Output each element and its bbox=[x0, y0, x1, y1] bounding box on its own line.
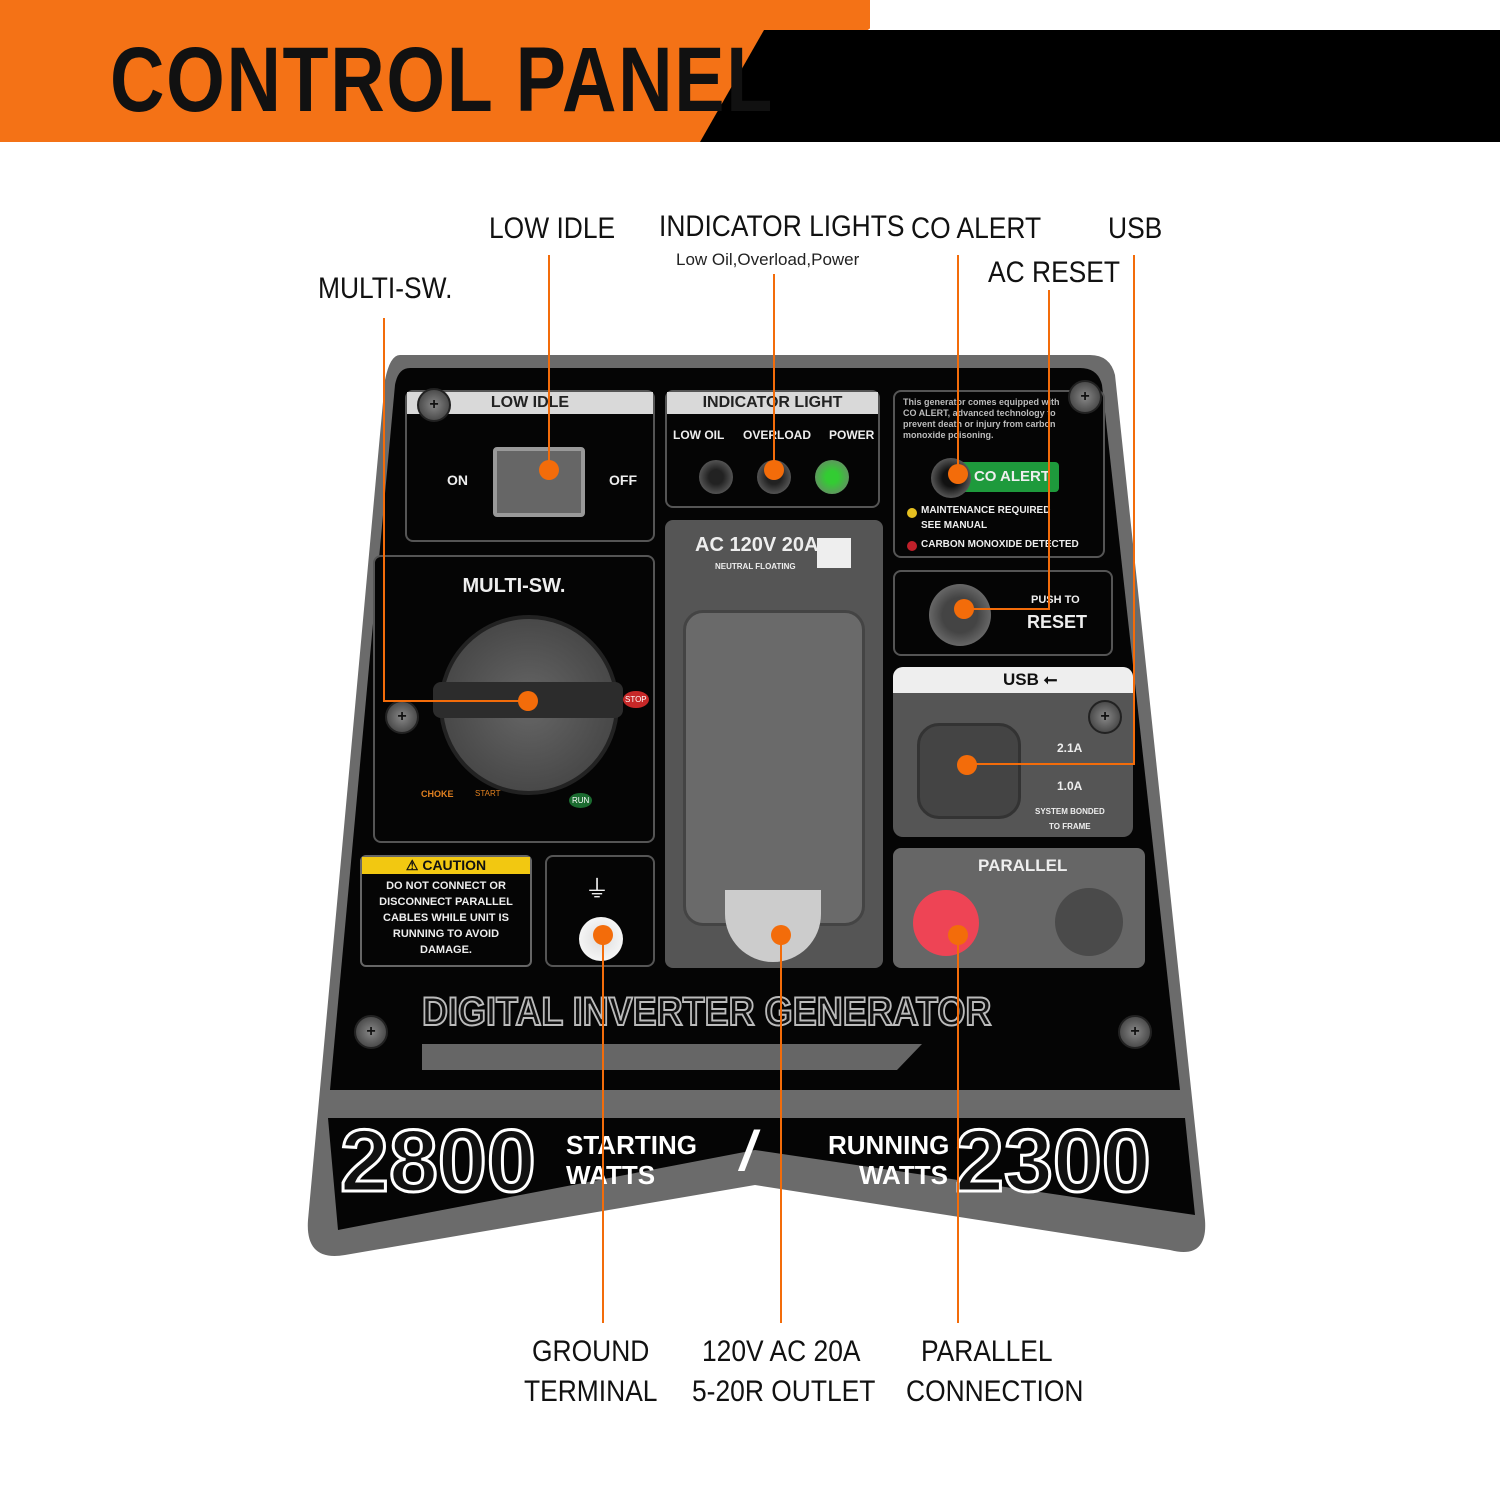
callout-dot bbox=[948, 925, 968, 945]
screw-icon: + bbox=[385, 700, 419, 734]
red-led-icon bbox=[907, 541, 917, 551]
brand-stripe bbox=[422, 1044, 922, 1070]
callout-usb: USB bbox=[1108, 212, 1163, 245]
see-manual-label: SEE MANUAL bbox=[921, 520, 988, 531]
co-description: This generator comes equipped with CO AL… bbox=[903, 397, 1060, 440]
parallel-port-black[interactable] bbox=[1055, 888, 1123, 956]
ground-terminal-panel: ⏚ bbox=[545, 855, 655, 967]
bonded-label: SYSTEM BONDED bbox=[1035, 807, 1105, 816]
callout-dot bbox=[593, 925, 613, 945]
reset-label: RESET bbox=[1027, 612, 1088, 632]
indicator-title: INDICATOR LIGHT bbox=[667, 392, 878, 414]
power-label: POWER bbox=[829, 428, 875, 442]
outlet-cover-tab[interactable] bbox=[725, 890, 821, 962]
multi-switch-panel: MULTI-SW. STOP CHOKE START RUN bbox=[373, 555, 655, 843]
parallel-panel: PARALLEL bbox=[893, 848, 1145, 968]
callout-dot bbox=[957, 755, 977, 775]
usb-panel: USB ⭠ 2.1A 1.0A SYSTEM BONDED TO FRAME bbox=[893, 667, 1133, 837]
caution-title: ⚠ CAUTION bbox=[362, 857, 530, 874]
usb-1-0a-label: 1.0A bbox=[1057, 779, 1083, 793]
screw-icon: + bbox=[1088, 700, 1122, 734]
callout-outlet-type: 5-20R OUTLET bbox=[692, 1375, 876, 1408]
page-title: CONTROL PANEL bbox=[110, 29, 774, 131]
power-light bbox=[815, 460, 849, 494]
yellow-led-icon bbox=[907, 508, 917, 518]
co-alert-badge: CO ALERT bbox=[955, 462, 1059, 492]
callout-line bbox=[966, 763, 1135, 765]
callout-line bbox=[1133, 255, 1135, 765]
run-label: RUN bbox=[569, 793, 593, 808]
ac-reset-panel: PUSH TO RESET bbox=[893, 570, 1113, 656]
low-oil-label: LOW OIL bbox=[673, 428, 725, 442]
callout-line bbox=[780, 935, 782, 1323]
callout-dot bbox=[954, 599, 974, 619]
usb-icon: ⭠ bbox=[1043, 670, 1058, 689]
caution-label: ⚠ CAUTION DO NOT CONNECT OR DISCONNECT P… bbox=[360, 855, 532, 967]
outlet-title: AC 120V 20A bbox=[695, 534, 819, 556]
on-label: ON bbox=[447, 472, 468, 488]
stop-label: STOP bbox=[623, 691, 649, 708]
callout-dot bbox=[764, 460, 784, 480]
caution-text: DO NOT CONNECT OR DISCONNECT PARALLEL CA… bbox=[379, 880, 513, 956]
callout-multi-sw: MULTI-SW. bbox=[318, 272, 453, 305]
low-oil-light bbox=[699, 460, 733, 494]
callout-outlet: 120V AC 20A bbox=[702, 1335, 861, 1368]
maintenance-label: MAINTENANCE REQUIRED bbox=[921, 505, 1051, 516]
callout-dot bbox=[771, 925, 791, 945]
watts-separator: / bbox=[740, 1119, 756, 1182]
callout-line bbox=[602, 935, 604, 1323]
co-detected-label: CARBON MONOXIDE DETECTED bbox=[921, 539, 1079, 550]
callout-line bbox=[1048, 290, 1050, 610]
callout-low-idle: LOW IDLE bbox=[489, 212, 616, 245]
callout-line bbox=[773, 274, 775, 470]
outlet-panel: AC 120V 20A NEUTRAL FLOATING bbox=[665, 520, 883, 968]
running-watts-value: 2300 bbox=[954, 1110, 1153, 1212]
screw-icon: + bbox=[1118, 1015, 1152, 1049]
starting-watts-value: 2800 bbox=[339, 1110, 538, 1212]
off-label: OFF bbox=[609, 472, 637, 488]
parallel-port-red[interactable] bbox=[913, 890, 979, 956]
indicator-light-panel: INDICATOR LIGHT LOW OIL OVERLOAD POWER bbox=[665, 390, 880, 508]
multi-switch-title: MULTI-SW. bbox=[462, 575, 566, 597]
callout-indicator-sub: Low Oil,Overload,Power bbox=[676, 250, 860, 269]
callout-indicator-lights: INDICATOR LIGHTS bbox=[659, 210, 905, 243]
frame-label: TO FRAME bbox=[1049, 822, 1091, 831]
low-idle-switch[interactable] bbox=[493, 447, 585, 517]
starting-watts-label: STARTING WATTS bbox=[566, 1130, 697, 1190]
start-label: START bbox=[475, 789, 501, 798]
ground-symbol-icon: ⏚ bbox=[585, 876, 609, 903]
callout-parallel: PARALLEL bbox=[921, 1335, 1053, 1368]
callout-ground: GROUND bbox=[532, 1335, 650, 1368]
outlet-cover[interactable] bbox=[683, 610, 865, 926]
push-to-label: PUSH TO bbox=[1031, 594, 1080, 606]
outlet-symbol-icon bbox=[817, 538, 851, 568]
callout-line bbox=[957, 255, 959, 471]
callout-connection: CONNECTION bbox=[906, 1375, 1084, 1408]
callout-line bbox=[383, 318, 385, 702]
neutral-floating-label: NEUTRAL FLOATING bbox=[715, 562, 796, 571]
usb-2-1a-label: 2.1A bbox=[1057, 741, 1083, 755]
callout-co-alert: CO ALERT bbox=[911, 212, 1042, 245]
screw-icon: + bbox=[354, 1015, 388, 1049]
header-black-band bbox=[700, 30, 1500, 142]
screw-icon: + bbox=[417, 388, 451, 422]
overload-label: OVERLOAD bbox=[743, 428, 812, 442]
running-watts-label: RUNNING WATTS bbox=[828, 1130, 950, 1190]
co-alert-panel: This generator comes equipped with CO AL… bbox=[893, 390, 1105, 558]
parallel-title: PARALLEL bbox=[978, 856, 1068, 875]
brand-text: DIGITAL INVERTER GENERATOR bbox=[421, 989, 992, 1035]
callout-line bbox=[548, 255, 550, 470]
screw-icon: + bbox=[1068, 380, 1102, 414]
callout-dot bbox=[518, 691, 538, 711]
callout-line bbox=[383, 700, 528, 702]
callout-line bbox=[957, 935, 959, 1323]
callout-dot bbox=[539, 460, 559, 480]
callout-dot bbox=[948, 464, 968, 484]
choke-label: CHOKE bbox=[421, 789, 454, 799]
callout-terminal: TERMINAL bbox=[524, 1375, 658, 1408]
usb-title: USB bbox=[1003, 670, 1039, 689]
callout-line bbox=[963, 608, 1050, 610]
callout-ac-reset: AC RESET bbox=[988, 256, 1121, 289]
